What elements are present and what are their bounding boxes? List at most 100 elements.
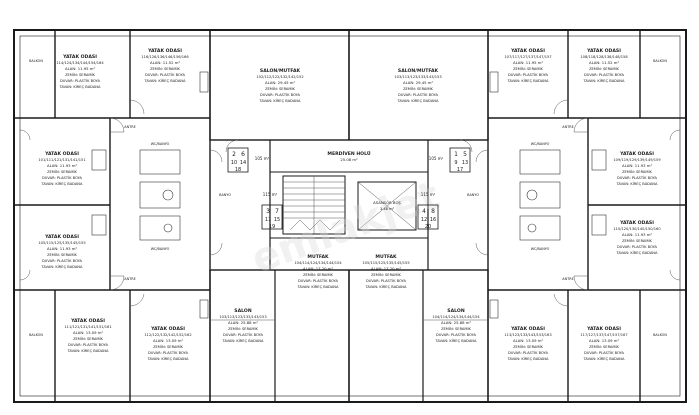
room-label-kitchen-left: MUTFAK 104/114/124/134/144/154 ALAN: 17.… [294, 254, 342, 289]
room-area: ALAN: 17.20 m² [303, 266, 333, 271]
room-title: YATAK ODASI [510, 48, 545, 54]
room-title: YATAK ODASI [44, 234, 79, 240]
staircase [282, 175, 346, 235]
room-ceiling: TAVAN: KİREÇ BADANA [41, 264, 83, 269]
room-wall: DUVAR: PLASTİK BOYA [148, 350, 189, 355]
room-floor: ZEMİN: SERAMİK [589, 66, 619, 71]
room-numbers: 116/126/136/146/156/166 [141, 55, 189, 59]
room-numbers: 103/113/123/133/143/153 [219, 315, 266, 319]
unit-box-bl: 3 7 11 15 19 [261, 204, 283, 230]
room-wall: DUVAR: PLASTİK BOYA [68, 342, 109, 347]
room-title: YATAK ODASI [619, 151, 654, 157]
wc-label: WC/BANYO [151, 247, 170, 251]
room-ceiling: TAVAN: KİREÇ BADANA [222, 338, 264, 343]
room-title: SALON/MUTFAK [260, 68, 301, 74]
room-area: ALAN: 11.52 m² [589, 60, 619, 65]
elevator [357, 181, 417, 231]
room-wall: DUVAR: PLASTİK BOYA [60, 78, 101, 83]
hall-label: ANTRE [562, 277, 573, 281]
room-numbers: 109/119/129/139/149/159 [613, 158, 661, 162]
room-floor: ZEMİN: SERAMİK [513, 344, 543, 349]
unit-box-br: 4 8 12 16 20 [417, 204, 439, 230]
elevator-area: 3.48 m² [380, 207, 395, 211]
room-wall: DUVAR: PLASTİK BOYA [223, 332, 264, 337]
room-wall: DUVAR: PLASTİK BOYA [42, 175, 83, 180]
room-title: SALON [447, 308, 465, 314]
room-title: MUTFAK [307, 254, 329, 260]
unit-number: 8 [431, 208, 435, 215]
room-title: MUTFAK [375, 254, 397, 260]
room-label-bedroom-tr2: YATAK ODASI 108/118/128/138/148/158 ALAN… [580, 48, 628, 83]
room-area: ALAN: 25.88 m² [441, 320, 471, 325]
room-label-bedroom-ml: YATAK ODASI 101/111/121/131/141/151 ALAN… [38, 151, 85, 186]
room-ceiling: TAVAN: KİREÇ BADANA [507, 78, 549, 83]
room-ceiling: TAVAN: KİREÇ BADANA [397, 98, 439, 103]
room-numbers: 101/111/121/131/141/151 [38, 158, 85, 162]
room-label-bedroom-tl: YATAK ODASI 114/124/134/144/154/164 ALAN… [56, 54, 104, 89]
wc-label: WC/BANYO [151, 142, 170, 146]
room-label-bedroom-ml2: YATAK ODASI 105/115/125/135/145/155 ALAN… [38, 234, 85, 269]
interior-walls [14, 30, 686, 402]
room-wall: DUVAR: PLASTİK BOYA [145, 72, 186, 77]
balcony-label: BALKON [29, 333, 43, 337]
room-label-bedroom-bl2: YATAK ODASI 112/122/132/142/152/162 ALAN… [144, 326, 191, 361]
room-ceiling: TAVAN: KİREÇ BADANA [144, 78, 186, 83]
room-title: YATAK ODASI [147, 48, 182, 54]
bath-label: BANYO [467, 193, 479, 197]
room-numbers: 117/127/137/147/157/167 [580, 333, 627, 337]
room-label-living-left: SALON 103/113/123/133/143/153 ALAN: 25.8… [219, 308, 266, 343]
unit-number: 9 [454, 160, 457, 166]
room-ceiling: TAVAN: KİREÇ BADANA [365, 284, 407, 289]
room-floor: ZEMİN: SERAMİK [153, 344, 183, 349]
room-label-living-right: SALON 104/114/124/134/144/154 ALAN: 25.8… [432, 308, 480, 343]
room-area: ALAN: 11.52 m² [150, 60, 180, 65]
room-floor: ZEMİN: SERAMİK [65, 72, 95, 77]
area-left-2: 115 m² [263, 192, 278, 197]
room-area: ALAN: 29.45 m² [403, 80, 433, 85]
balcony-label: BALKON [653, 59, 667, 63]
room-floor: ZEMİN: SERAMİK [73, 336, 103, 341]
room-numbers: 114/124/134/144/154/164 [56, 61, 104, 65]
room-ceiling: TAVAN: KİREÇ BADANA [583, 78, 625, 83]
room-ceiling: TAVAN: KİREÇ BADANA [59, 84, 101, 89]
room-wall: DUVAR: PLASTİK BOYA [260, 92, 301, 97]
stair-hall-title: MERDİVEN HOLÜ [327, 150, 370, 157]
room-title: SALON/MUTFAK [398, 68, 439, 74]
area-right: 105 m² [429, 156, 444, 161]
hall-label: ANTRE [562, 125, 573, 129]
room-floor: ZEMİN: SERAMİK [265, 86, 295, 91]
room-numbers: 111/121/131/141/151/161 [64, 325, 111, 329]
room-label-kitchen-right: MUTFAK 105/115/125/135/145/155 ALAN: 17.… [362, 254, 409, 289]
room-label-bedroom-br2: YATAK ODASI 117/127/137/147/157/167 ALAN… [580, 326, 627, 361]
room-wall: DUVAR: PLASTİK BOYA [508, 350, 549, 355]
room-title: YATAK ODASI [70, 318, 105, 324]
core-labels: MERDİVEN HOLÜ 25.08 m² ASANSÖR BOŞ 3.48 … [255, 150, 444, 211]
balcony-label: BALKON [29, 59, 43, 63]
room-title: YATAK ODASI [586, 326, 621, 332]
stair-hall-area: 25.08 m² [340, 157, 358, 162]
unit-number: 4 [422, 208, 426, 215]
room-ceiling: TAVAN: KİREÇ BADANA [616, 250, 658, 255]
room-floor: ZEMİN: SERAMİK [47, 252, 77, 257]
balcony-label: BALKON [653, 333, 667, 337]
room-label-bedroom-br: YATAK ODASI 113/123/133/143/153/163 ALAN… [504, 326, 551, 361]
room-area: ALAN: 13.09 m² [513, 338, 543, 343]
elevator-label: ASANSÖR BOŞ [373, 200, 401, 205]
room-wall: DUVAR: PLASTİK BOYA [617, 175, 658, 180]
unit-number: 6 [241, 151, 245, 158]
unit-number: 14 [240, 160, 246, 166]
unit-number: 16 [430, 217, 436, 223]
room-floor: ZEMİN: SERAMİK [403, 86, 433, 91]
room-label-bedroom-mr: YATAK ODASI 109/119/129/139/149/159 ALAN… [613, 151, 661, 186]
room-title: YATAK ODASI [510, 326, 545, 332]
unit-number: 19 [269, 224, 275, 230]
hall-label: ANTRE [124, 125, 135, 129]
room-area: ALAN: 11.95 m² [513, 60, 543, 65]
wc-label: WC/BANYO [531, 247, 550, 251]
room-ceiling: TAVAN: KİREÇ BADANA [507, 356, 549, 361]
room-wall: DUVAR: PLASTİK BOYA [366, 278, 407, 283]
room-numbers: 104/114/124/134/144/154 [294, 261, 342, 265]
room-floor: ZEMİN: SERAMİK [622, 238, 652, 243]
bath-label: BANYO [219, 193, 231, 197]
unit-number: 5 [463, 151, 467, 158]
